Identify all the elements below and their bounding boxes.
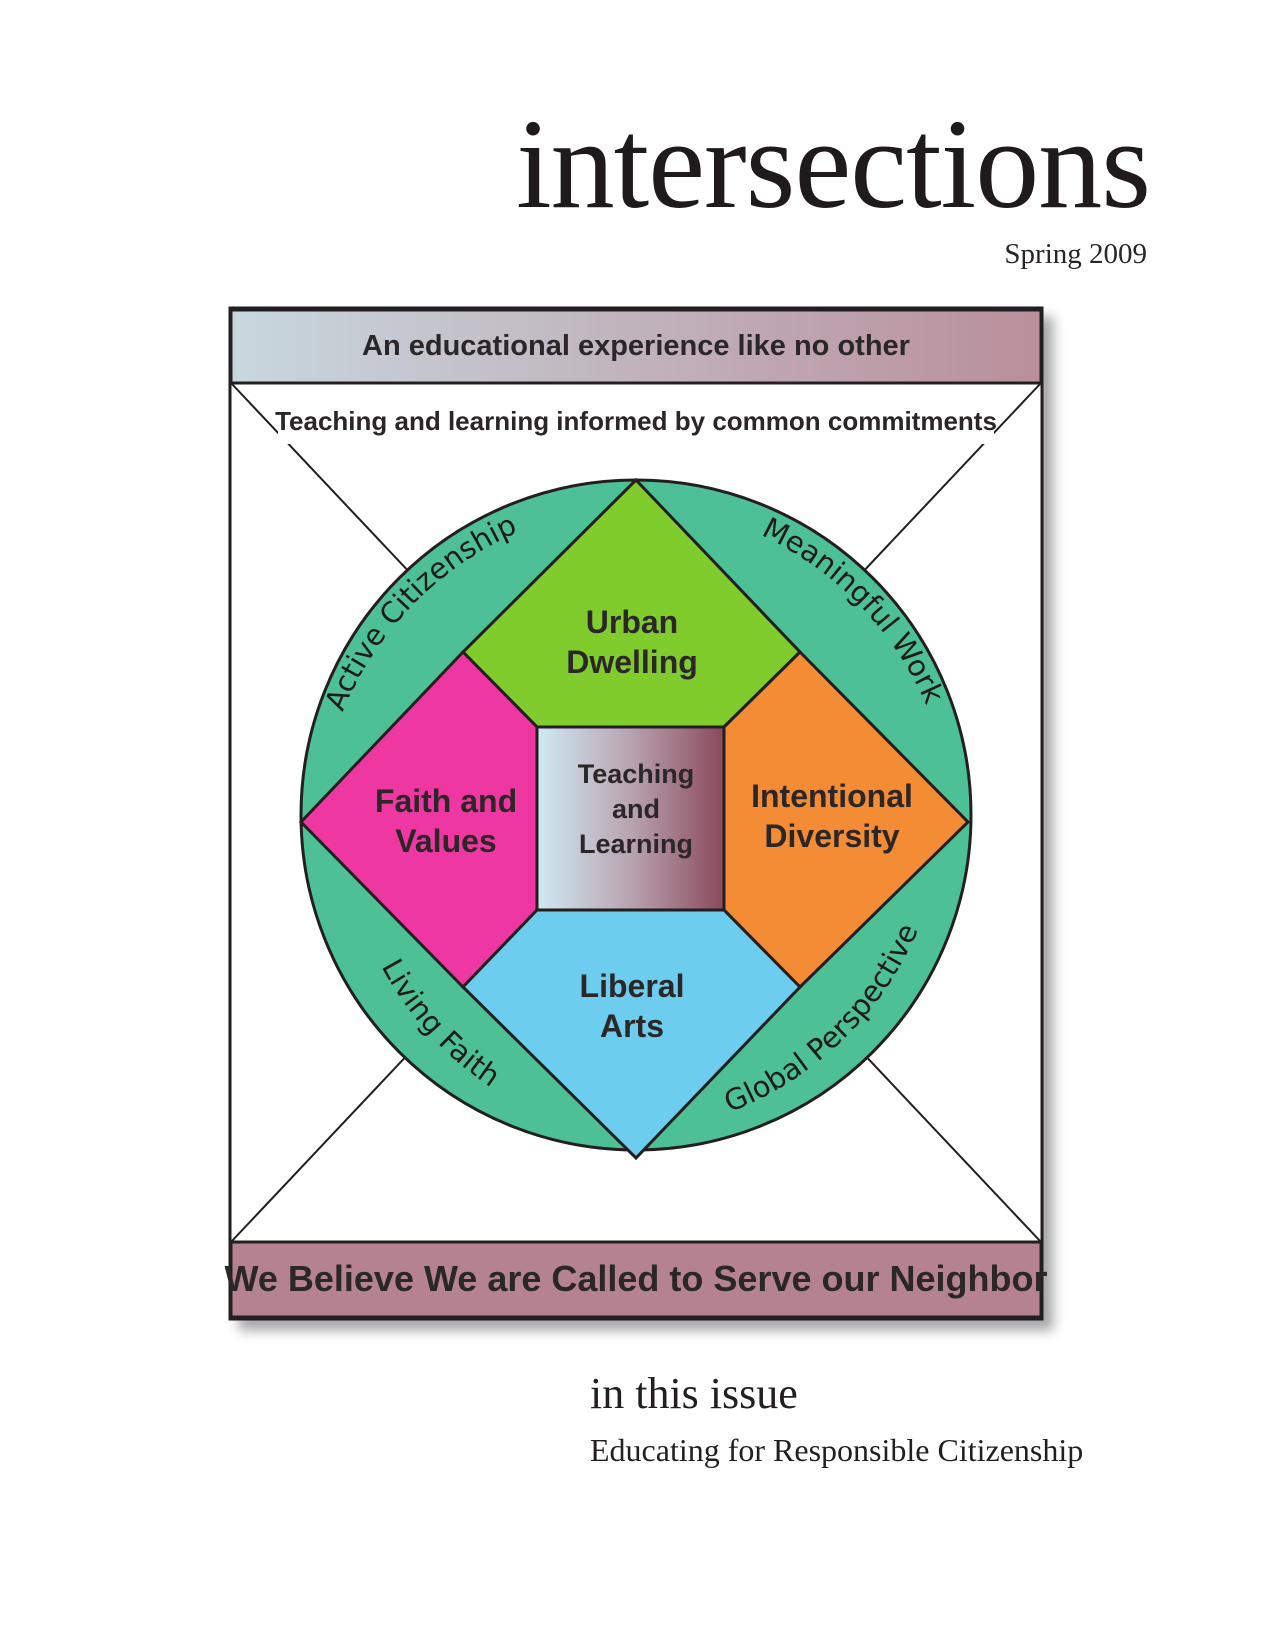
liberal-arts-line-1: Liberal (580, 968, 685, 1004)
subtitle-text: Teaching and learning informed by common… (275, 406, 997, 436)
intentional-diversity-line-2: Diversity (764, 818, 899, 854)
intentional-diversity-line-1: Intentional (751, 778, 913, 814)
urban-dwelling-line-2: Dwelling (566, 644, 698, 680)
faith-values-line-1: Faith and (375, 783, 517, 819)
center-label-line-1: Teaching (578, 759, 695, 789)
faith-values-line-2: Values (395, 823, 496, 859)
center-label-line-3: Learning (579, 829, 693, 859)
bottom-banner (229, 1240, 1043, 1319)
center-label-line-2: and (612, 794, 660, 824)
urban-dwelling-line-1: Urban (586, 604, 678, 640)
bottom-banner-text: We Believe We are Called to Serve our Ne… (225, 1258, 1048, 1299)
issue-article-title[interactable]: Educating for Responsible Citizenship (590, 1432, 1084, 1468)
liberal-arts-line-2: Arts (600, 1008, 664, 1044)
top-banner-text: An educational experience like no other (362, 330, 910, 362)
issue-date: Spring 2009 (1004, 238, 1147, 270)
publication-title: intersections (516, 93, 1151, 235)
in-this-issue-heading: in this issue (590, 1369, 798, 1418)
center-teaching-learning (535, 725, 726, 912)
top-banner (229, 308, 1043, 385)
